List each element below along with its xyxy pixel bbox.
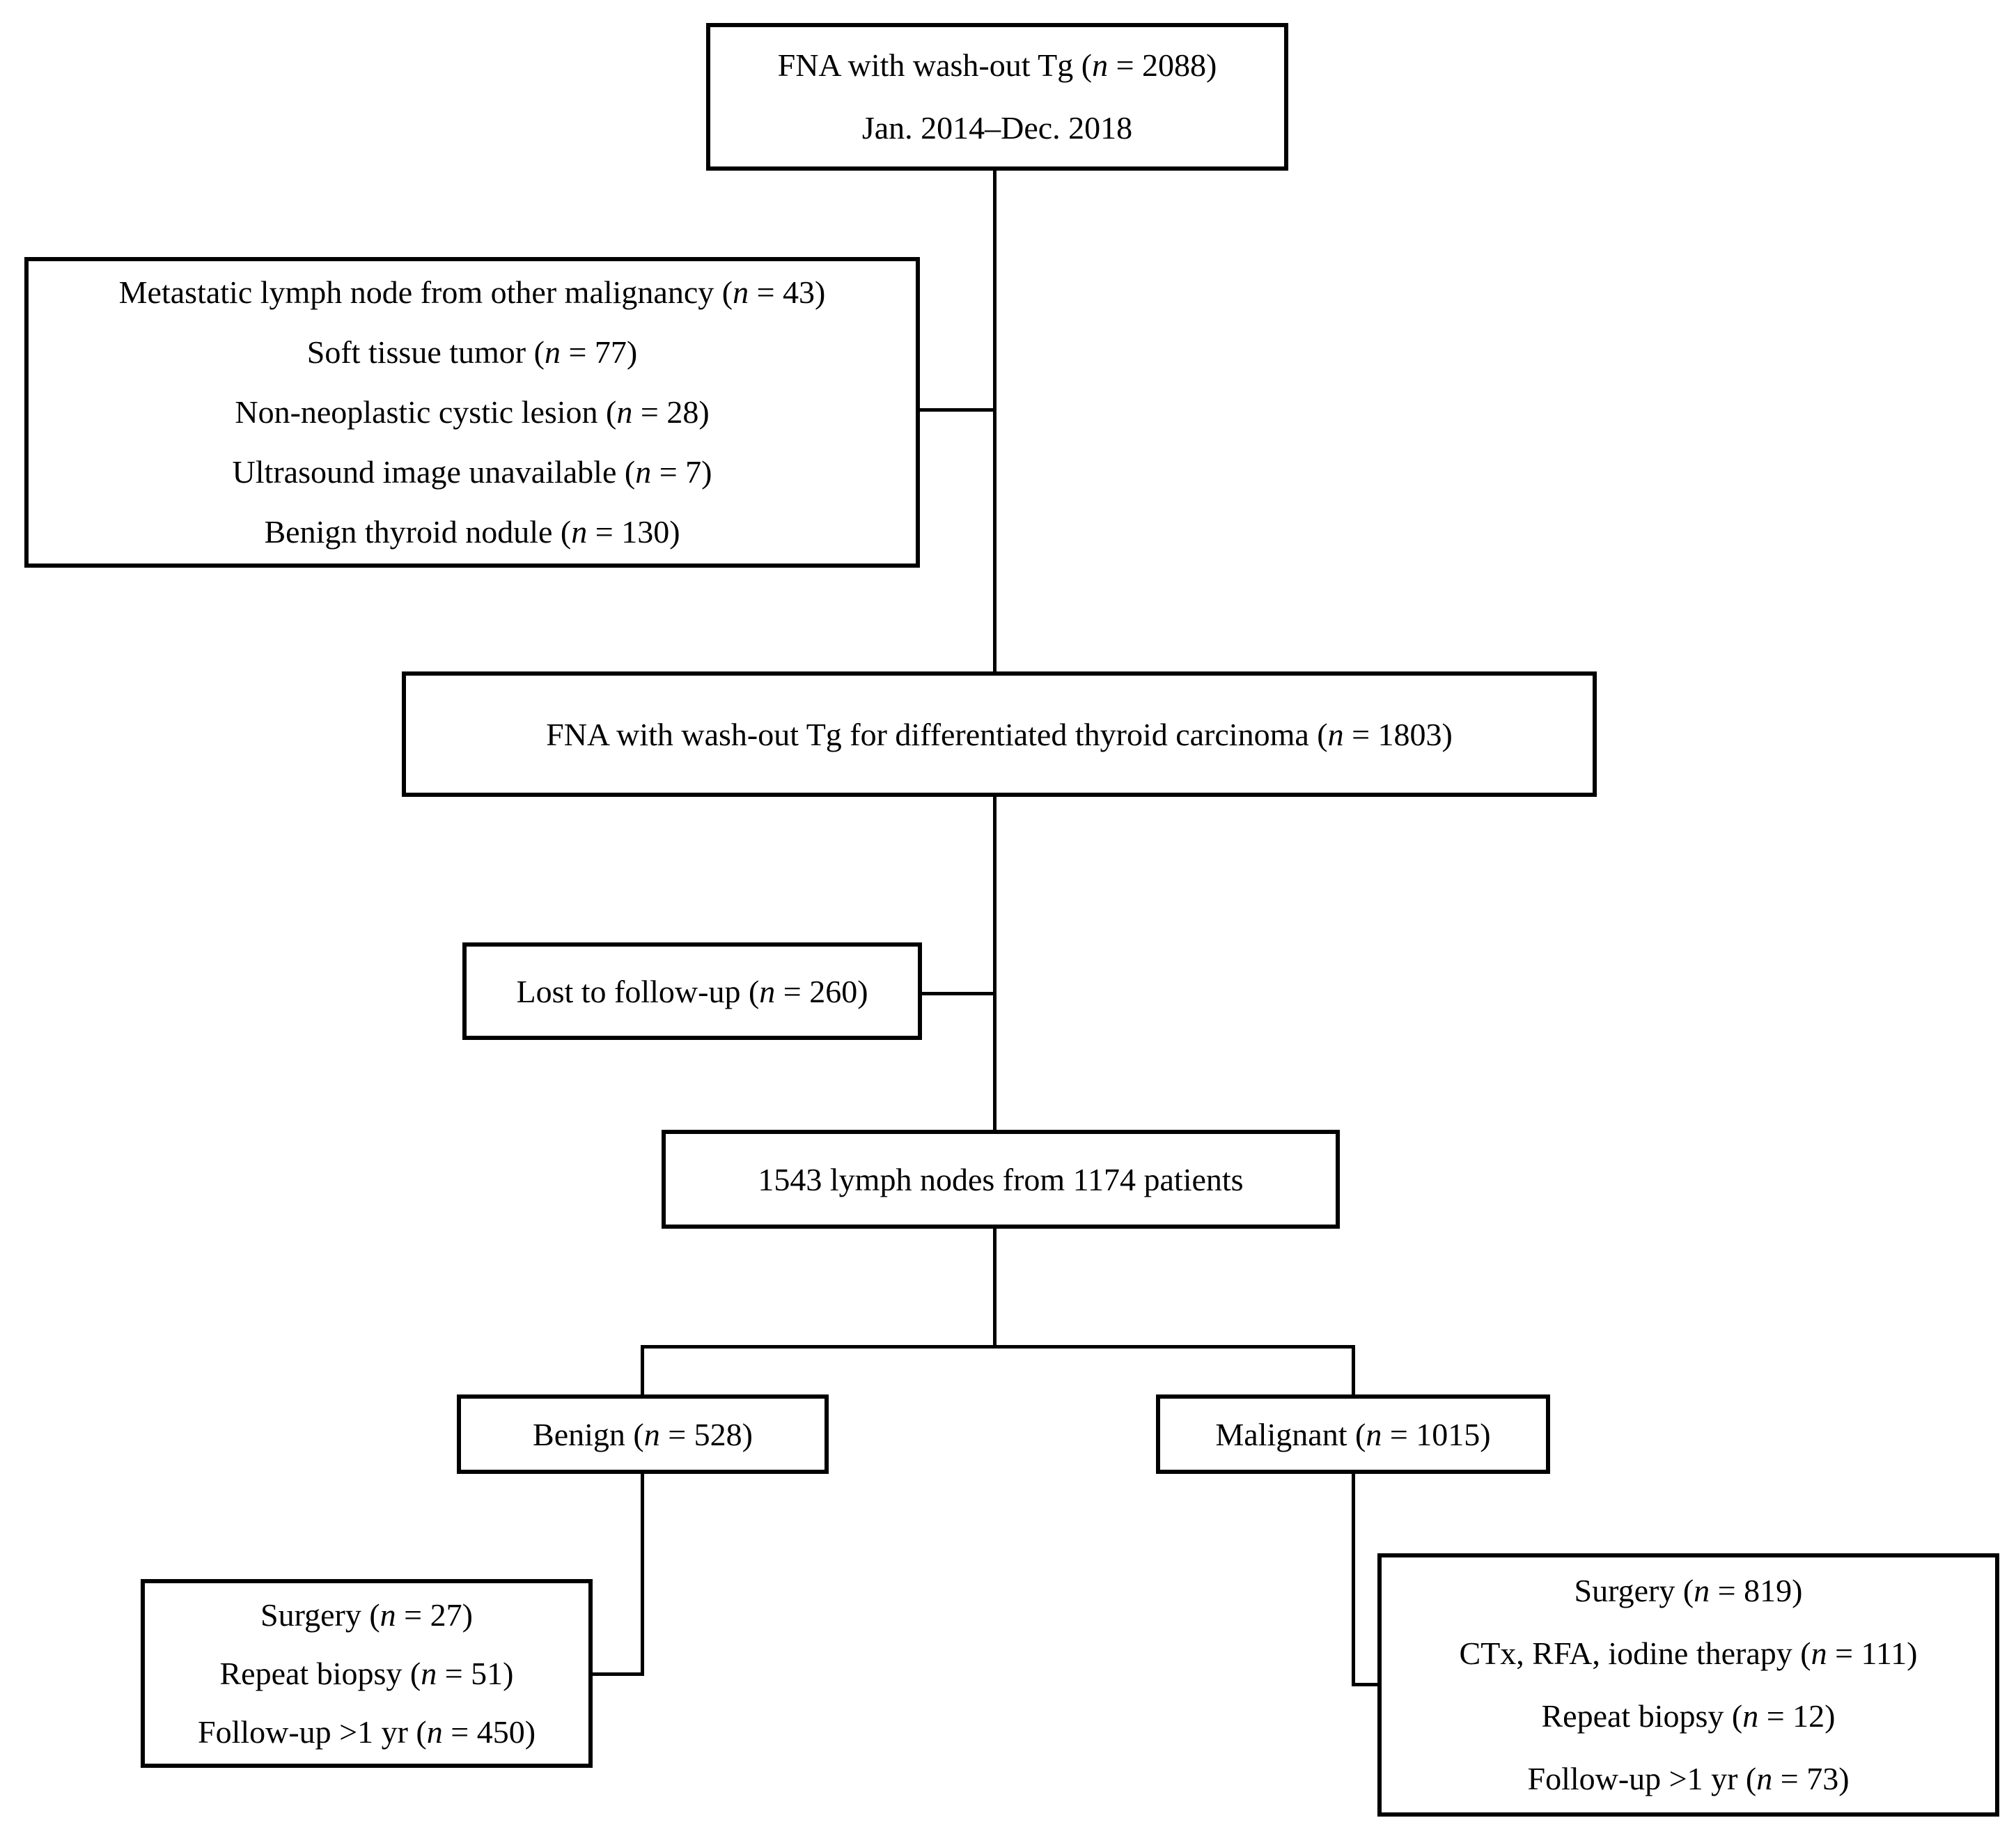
fna-total-line-1: FNA with wash-out Tg (n = 2088) bbox=[777, 47, 1217, 83]
box-benign-outcomes: Surgery (n = 27) Repeat biopsy (n = 51) … bbox=[141, 1579, 593, 1768]
malignant-line-1: Malignant (n = 1015) bbox=[1215, 1416, 1491, 1452]
connector-malignant-down bbox=[1352, 1474, 1355, 1686]
box-lost-followup: Lost to follow-up (n = 260) bbox=[462, 942, 922, 1040]
benign-outcomes-line-2: Repeat biopsy (n = 51) bbox=[219, 1655, 514, 1691]
excluded-line-3: Non-neoplastic cystic lesion (n = 28) bbox=[235, 394, 710, 430]
benign-line-1: Benign (n = 528) bbox=[533, 1416, 753, 1452]
benign-outcomes-line-1: Surgery (n = 27) bbox=[260, 1596, 473, 1633]
connector-spine-top bbox=[993, 171, 997, 671]
connector-split-bar bbox=[641, 1345, 1355, 1349]
box-excluded-cases: Metastatic lymph node from other maligna… bbox=[24, 257, 920, 568]
box-fna-dtc: FNA with wash-out Tg for differentiated … bbox=[402, 671, 1597, 797]
excluded-line-5: Benign thyroid nodule (n = 130) bbox=[264, 514, 680, 550]
connector-benign-drop bbox=[641, 1345, 644, 1394]
connector-excluded-branch bbox=[920, 408, 993, 412]
connector-benign-down bbox=[641, 1474, 644, 1676]
lymph-nodes-line-1: 1543 lymph nodes from 1174 patients bbox=[758, 1161, 1244, 1197]
connector-lost-followup-branch bbox=[922, 992, 993, 995]
box-fna-total: FNA with wash-out Tg (n = 2088) Jan. 201… bbox=[706, 23, 1288, 171]
malignant-outcomes-line-2: CTx, RFA, iodine therapy (n = 111) bbox=[1459, 1635, 1918, 1671]
malignant-outcomes-line-4: Follow-up >1 yr (n = 73) bbox=[1527, 1761, 1850, 1796]
excluded-line-4: Ultrasound image unavailable (n = 7) bbox=[232, 454, 712, 490]
box-malignant-outcomes: Surgery (n = 819) CTx, RFA, iodine thera… bbox=[1377, 1553, 1999, 1817]
malignant-outcomes-line-1: Surgery (n = 819) bbox=[1574, 1573, 1803, 1608]
connector-malignant-outcomes-link bbox=[1352, 1683, 1380, 1686]
fna-dtc-line-1: FNA with wash-out Tg for differentiated … bbox=[546, 716, 1453, 752]
excluded-line-2: Soft tissue tumor (n = 77) bbox=[306, 334, 638, 370]
malignant-outcomes-line-3: Repeat biopsy (n = 12) bbox=[1541, 1698, 1836, 1734]
fna-total-line-2: Jan. 2014–Dec. 2018 bbox=[861, 110, 1133, 146]
excluded-line-1: Metastatic lymph node from other maligna… bbox=[118, 274, 826, 310]
benign-outcomes-line-3: Follow-up >1 yr (n = 450) bbox=[197, 1713, 536, 1750]
connector-malignant-drop bbox=[1352, 1345, 1355, 1394]
lost-followup-line-1: Lost to follow-up (n = 260) bbox=[516, 973, 868, 1009]
connector-benign-outcomes-link bbox=[593, 1672, 644, 1676]
connector-spine-middle bbox=[993, 797, 997, 1130]
box-lymph-nodes: 1543 lymph nodes from 1174 patients bbox=[662, 1130, 1340, 1229]
box-malignant: Malignant (n = 1015) bbox=[1156, 1394, 1550, 1474]
connector-spine-lower bbox=[993, 1229, 997, 1349]
box-benign: Benign (n = 528) bbox=[457, 1394, 829, 1474]
